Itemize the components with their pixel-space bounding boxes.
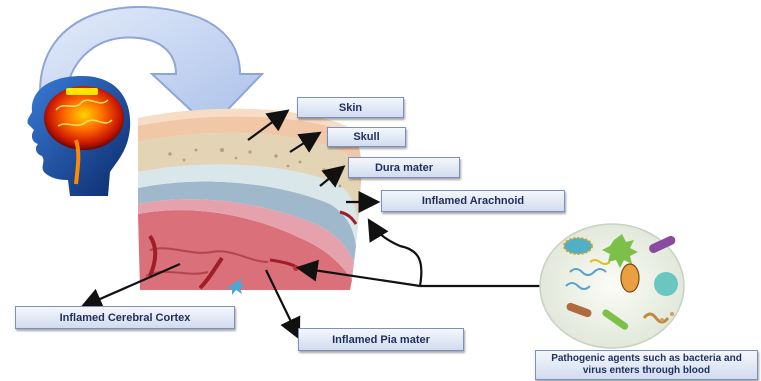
label-inflamed-arachnoid: Inflamed Arachnoid bbox=[381, 190, 565, 212]
label-skin: Skin bbox=[297, 97, 404, 118]
label-inflamed-cerebral-cortex: Inflamed Cerebral Cortex bbox=[15, 306, 235, 329]
label-pathogenic-agents: Pathogenic agents such as bacteria and v… bbox=[535, 350, 758, 380]
label-skull: Skull bbox=[327, 127, 406, 147]
pathogens-dish bbox=[540, 224, 684, 348]
brain-head-icon bbox=[27, 76, 130, 196]
label-inflamed-pia-mater: Inflamed Pia mater bbox=[298, 328, 464, 351]
label-dura-mater: Dura mater bbox=[348, 157, 460, 178]
